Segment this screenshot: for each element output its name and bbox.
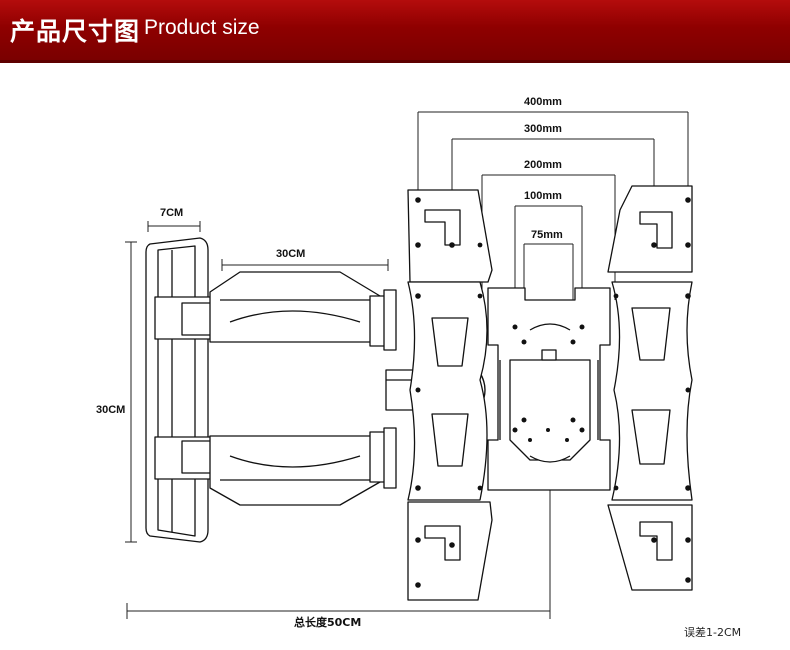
right-rail-holes	[613, 197, 691, 583]
left-rail	[407, 189, 493, 601]
dimension-label-100mm: 100mm	[524, 190, 562, 202]
page-title-en: Product size	[144, 16, 260, 39]
lower-arm	[154, 427, 397, 506]
dimension-label-height: 30CM	[96, 404, 126, 416]
wall-plate	[145, 237, 209, 543]
dimension-label-200mm: 200mm	[524, 159, 562, 171]
center-plate	[487, 287, 611, 491]
tolerance-note: 误差1-2CM	[684, 626, 742, 639]
dimension-label-400mm: 400mm	[524, 96, 562, 108]
center-plate-holes	[512, 324, 585, 442]
left-rail-holes	[415, 197, 483, 588]
page-title-cn: 产品尺寸图	[10, 17, 141, 46]
header-banner	[0, 0, 790, 60]
side-dimension-lines	[125, 221, 551, 619]
banner-divider	[0, 60, 790, 63]
dimension-label-75mm: 75mm	[531, 229, 563, 241]
dimension-label-depth: 7CM	[160, 207, 184, 219]
dimension-label-300mm: 300mm	[524, 123, 562, 135]
dimension-label-arm-length: 30CM	[276, 248, 306, 260]
dimension-label-total-length: 总长度50CM	[294, 616, 362, 629]
upper-arm	[154, 271, 397, 351]
right-rail	[607, 185, 693, 591]
